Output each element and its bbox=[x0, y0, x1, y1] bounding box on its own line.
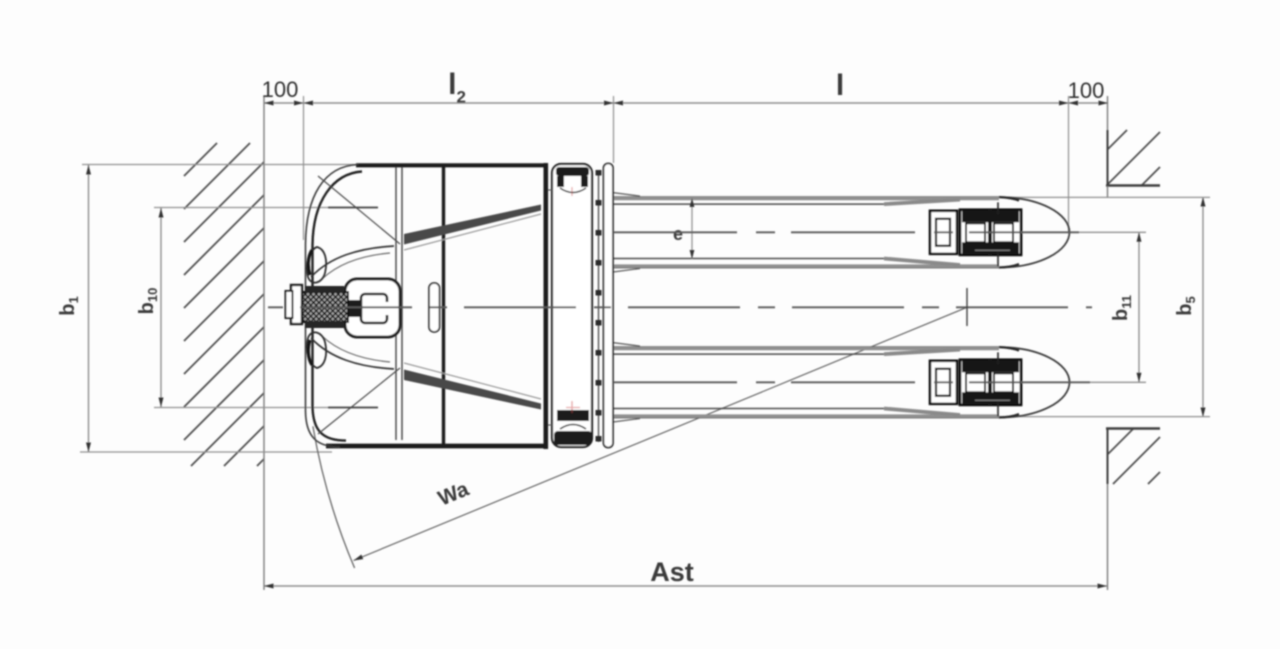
svg-text:Ast: Ast bbox=[650, 557, 694, 587]
svg-text:e: e bbox=[673, 224, 683, 244]
svg-text:100: 100 bbox=[262, 77, 299, 102]
svg-text:l: l bbox=[836, 69, 844, 102]
svg-text:100: 100 bbox=[1068, 78, 1105, 103]
